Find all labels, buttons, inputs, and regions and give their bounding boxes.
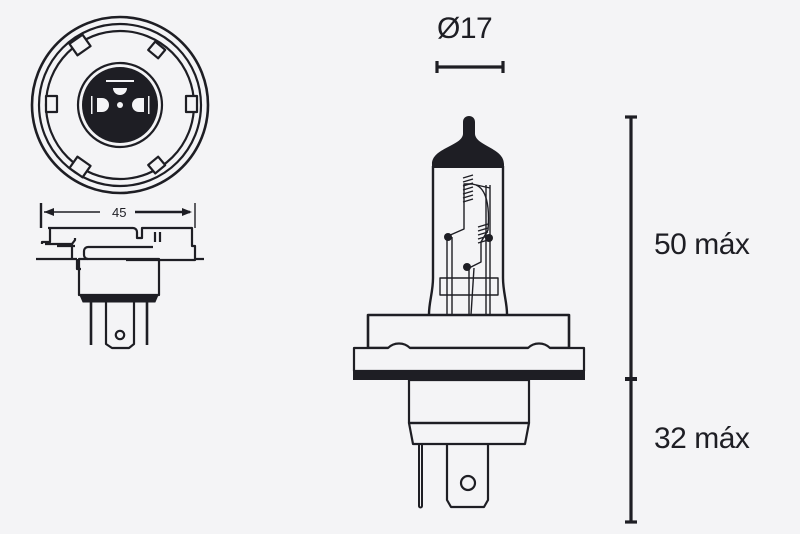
filament-assembly [439, 174, 499, 316]
dimension-lines [435, 61, 637, 524]
connector-pin-icons [91, 80, 150, 114]
capsule-tip [432, 116, 504, 168]
bulb-front-view [352, 116, 586, 509]
flange-width-label: 45 [109, 205, 130, 220]
base-top-view [30, 15, 210, 195]
upper-height-label: 50 máx [654, 228, 750, 261]
flange-seal [353, 371, 585, 380]
lower-height-label: 32 máx [654, 422, 750, 455]
base-side-view [36, 203, 204, 350]
capsule-diameter-label: Ø17 [437, 12, 493, 45]
